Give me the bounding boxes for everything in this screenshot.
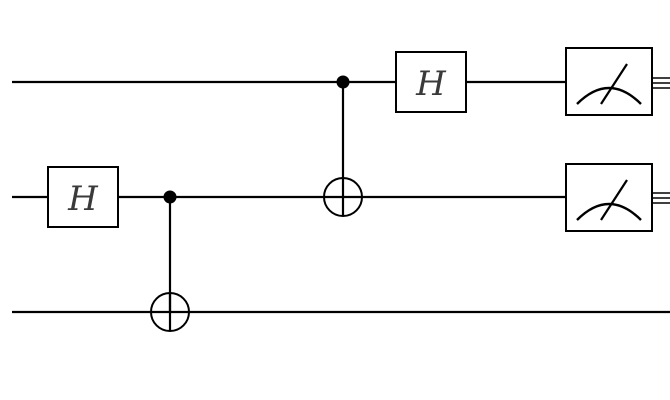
meter-box bbox=[565, 163, 653, 232]
gate-label: H bbox=[415, 64, 447, 104]
cnot-gate-2 bbox=[323, 75, 363, 217]
meter-needle-icon bbox=[600, 63, 628, 105]
gate-box bbox=[47, 166, 119, 228]
target-circle bbox=[323, 177, 363, 217]
measurement-gate-0 bbox=[565, 47, 670, 116]
meter-box bbox=[565, 47, 653, 116]
hadamard-gate-2: H bbox=[395, 51, 467, 113]
meter-arc-icon bbox=[576, 202, 642, 221]
meter-arc-icon bbox=[576, 86, 642, 105]
gate-label: H bbox=[67, 179, 99, 219]
control-dot bbox=[336, 75, 350, 89]
measurement-gate-1 bbox=[565, 163, 670, 232]
gate-box bbox=[395, 51, 467, 113]
cnot-gate-1 bbox=[150, 190, 190, 332]
control-dot bbox=[163, 190, 177, 204]
meter-needle-icon bbox=[600, 179, 628, 221]
hadamard-gate-1: H bbox=[47, 166, 119, 228]
